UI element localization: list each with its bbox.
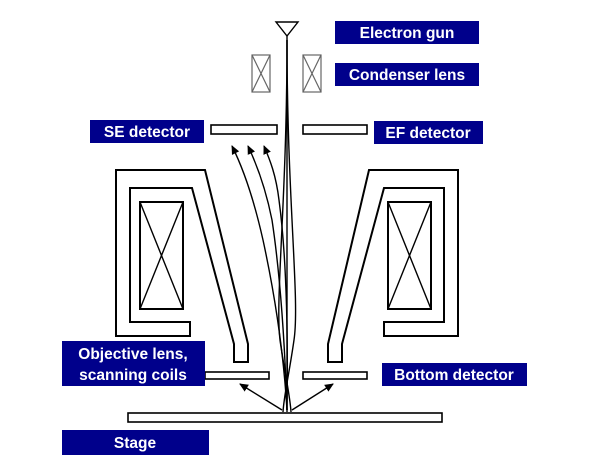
objective-lens-right <box>327 169 459 363</box>
label-ef-detector: EF detector <box>374 121 483 144</box>
bottom-detector-plate-right <box>302 371 368 380</box>
svg-text:SE detector: SE detector <box>104 124 190 141</box>
bottom-detector-plate-left <box>204 371 270 380</box>
svg-text:Electron gun: Electron gun <box>360 25 455 42</box>
objective-lens-left <box>115 169 249 363</box>
arrow-to-bottom-detector-left <box>239 383 283 411</box>
svg-text:scanning coils: scanning coils <box>79 367 187 384</box>
label-condenser-lens: Condenser lens <box>335 63 479 86</box>
electron-trajectories <box>231 39 297 413</box>
electron-gun-symbol <box>274 21 300 38</box>
label-bottom-detector: Bottom detector <box>382 363 527 386</box>
svg-text:Condenser lens: Condenser lens <box>349 67 465 84</box>
condenser-lens-left <box>251 54 271 93</box>
condenser-lens-right <box>302 54 322 93</box>
svg-text:Objective lens,: Objective lens, <box>78 346 187 363</box>
svg-text:EF detector: EF detector <box>385 125 470 142</box>
label-se-detector: SE detector <box>90 120 204 143</box>
stage-plate <box>127 412 443 423</box>
label-electron-gun: Electron gun <box>335 21 479 44</box>
svg-text:Stage: Stage <box>114 435 157 452</box>
ef-detector-plate <box>302 124 368 135</box>
label-objective-lens: Objective lens, scanning coils <box>62 341 205 386</box>
label-stage: Stage <box>62 430 209 455</box>
arrow-to-bottom-detector-right <box>291 383 334 411</box>
se-detector-plate <box>210 124 278 135</box>
svg-text:Bottom detector: Bottom detector <box>394 367 514 384</box>
